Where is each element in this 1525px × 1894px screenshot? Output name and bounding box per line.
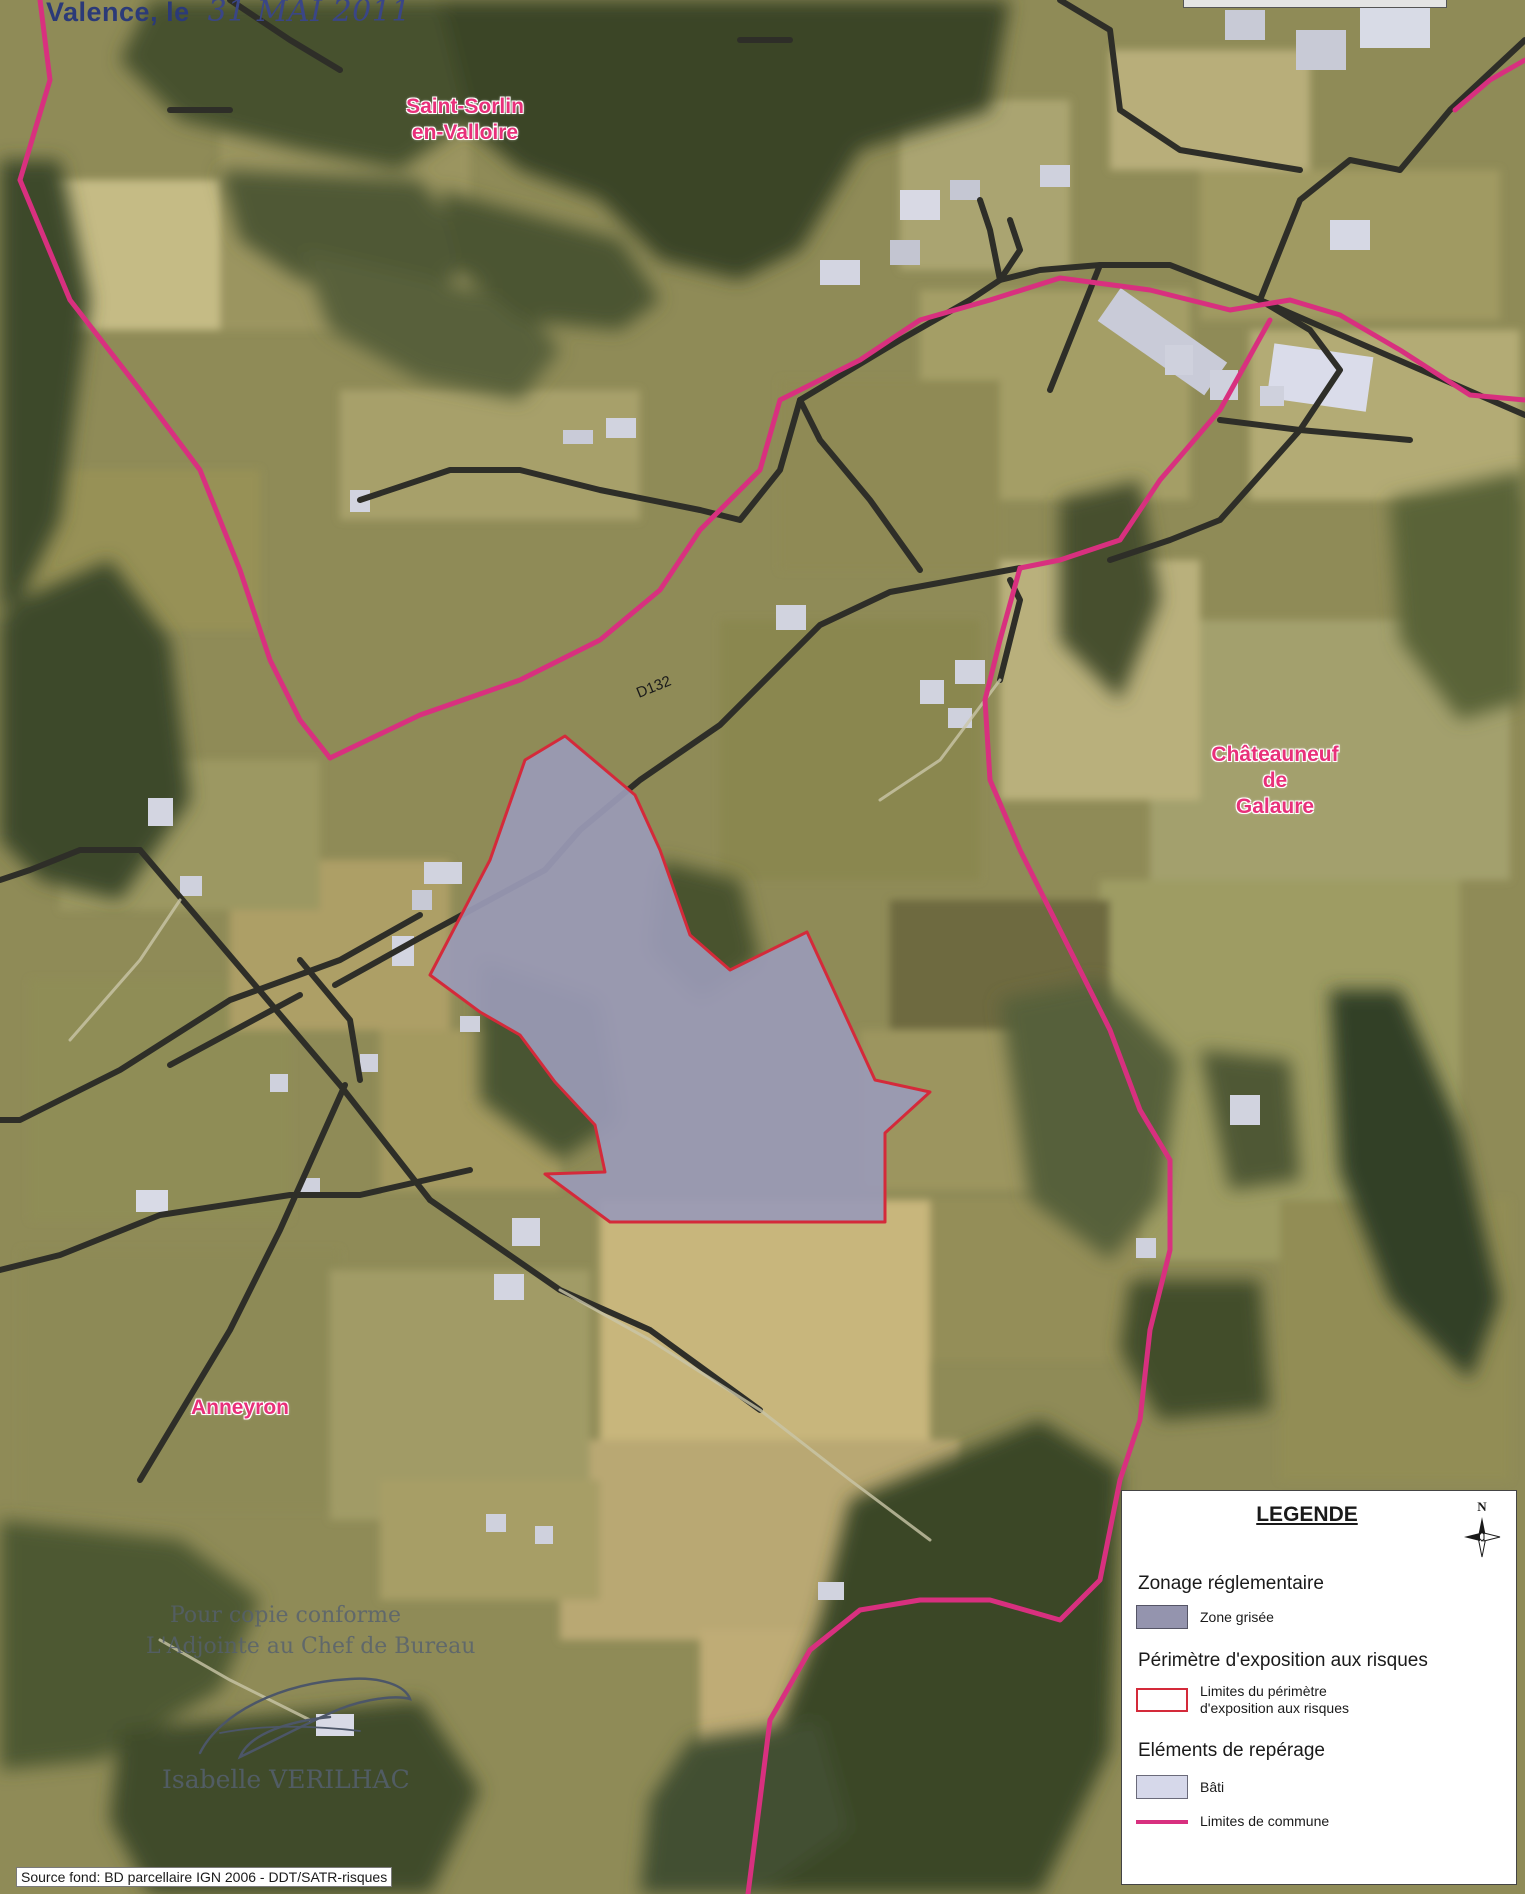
zone-grisee-swatch [1136,1605,1188,1629]
signature-icon [198,1677,412,1760]
legend-title: LEGENDE [1256,1503,1358,1526]
legend-item-label: Zone grisée [1200,1608,1274,1625]
tracks [68,678,1002,1722]
header-stamp-text: Valence, le [46,0,190,27]
map-legend: LEGENDE N Zonage réglementaire Zone gris… [1121,1490,1517,1885]
stamp-line-copie: Pour copie conforme [170,1603,402,1628]
certification-stamp: Pour copie conforme L'Adjointe au Chef d… [146,1603,480,1813]
commune-boundary-swatch [1136,1819,1188,1824]
stamp-line-adjointe: L'Adjointe au Chef de Bureau [146,1634,476,1659]
legend-item-bati: Bâti [1136,1775,1224,1799]
legend-item-label: Bâti [1200,1778,1225,1795]
north-arrow-icon: N [1464,1499,1501,1558]
commune-label-saint-sorlin: Saint-Sorlin en-Valloire [406,95,524,144]
north-letter: N [1477,1499,1487,1514]
commune-label-chateauneuf: Châteauneuf de Galaure [1211,743,1339,818]
perimetre-swatch [1136,1688,1188,1712]
top-right-tab [1183,0,1447,8]
legend-section-reperage: Eléments de repérage [1138,1740,1325,1761]
legend-section-perimetre: Périmètre d'exposition aux risques [1138,1650,1428,1671]
header-stamp: Valence, le 31 MAI 2011 [46,0,411,29]
commune-boundaries [17,0,1525,1894]
header-handwritten-date: 31 MAI 2011 [207,0,411,29]
source-caption: Source fond: BD parcellaire IGN 2006 - D… [16,1867,393,1887]
bati-swatch [1136,1775,1188,1799]
legend-item-label: Limites du périmètre d'exposition aux ri… [1200,1683,1349,1716]
commune-label-anneyron: Anneyron [190,1396,289,1419]
zone-grisee-polygon[interactable] [428,734,932,1224]
legend-item-limites-commune: Limites de commune [1136,1813,1329,1830]
legend-item-zone-grisee: Zone grisée [1136,1605,1274,1629]
legend-item-limites-perimetre: Limites du périmètre d'exposition aux ri… [1136,1683,1349,1717]
legend-item-label: Limites de commune [1200,1813,1330,1829]
legend-section-zonage: Zonage réglementaire [1138,1573,1324,1594]
buildings [136,8,1430,1736]
roads [0,0,1525,1483]
stamp-signatory-name: Isabelle VERILHAC [162,1765,410,1794]
